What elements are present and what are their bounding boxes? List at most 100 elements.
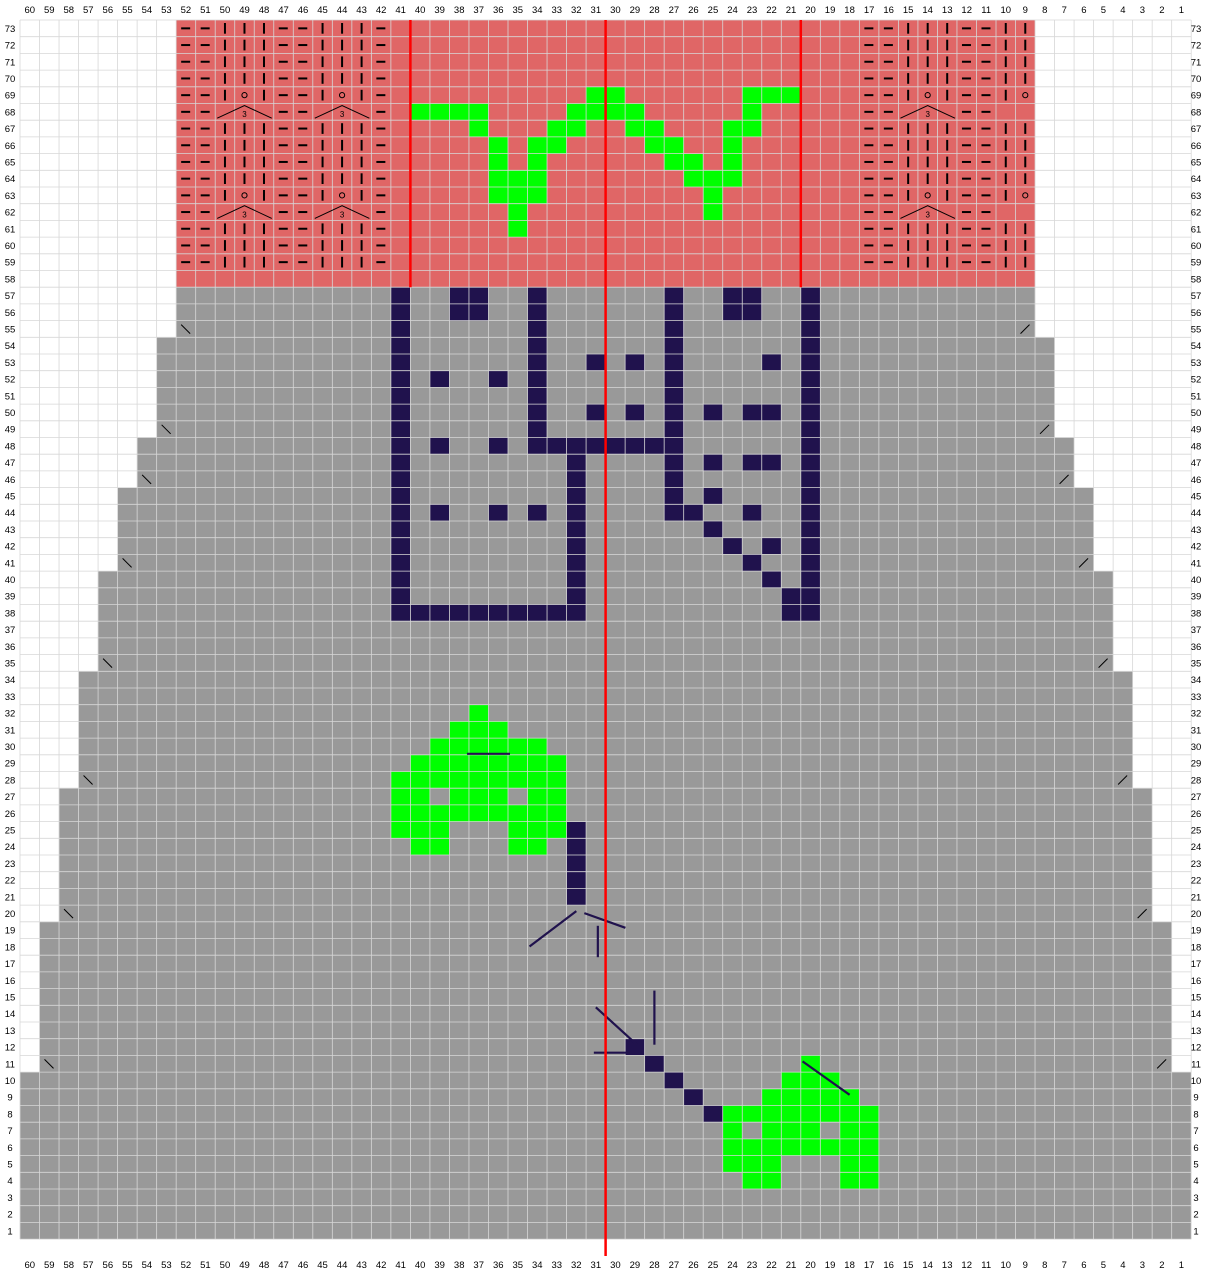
stitch-cell xyxy=(118,688,138,705)
stitch-cell xyxy=(840,387,860,404)
stitch-cell xyxy=(449,154,469,171)
stitch-cell xyxy=(235,855,255,872)
stitch-cell xyxy=(98,822,118,839)
stitch-cell xyxy=(1035,772,1055,789)
row-number: 39 xyxy=(5,592,16,603)
stitch-cell xyxy=(332,955,352,972)
stitch-cell xyxy=(352,822,372,839)
stitch-cell xyxy=(820,104,840,121)
stitch-cell xyxy=(645,187,665,204)
stitch-cell xyxy=(781,955,801,972)
stitch-cell xyxy=(137,838,157,855)
stitch-cell xyxy=(1074,571,1094,588)
stitch-cell xyxy=(645,588,665,605)
stitch-cell xyxy=(586,1122,606,1139)
stitch-cell xyxy=(625,271,645,288)
stitch-cell xyxy=(508,87,528,104)
row-number: 33 xyxy=(1191,692,1202,703)
stitch-cell xyxy=(508,888,528,905)
dark-motif-cell xyxy=(391,387,411,404)
stitch-cell xyxy=(781,371,801,388)
stitch-cell xyxy=(196,939,216,956)
stitch-cell xyxy=(1074,1072,1094,1089)
stitch-cell xyxy=(664,838,684,855)
stitch-cell xyxy=(79,1206,99,1223)
stitch-cell xyxy=(567,738,587,755)
row-number: 6 xyxy=(7,1143,12,1154)
stitch-cell xyxy=(430,1222,450,1239)
stitch-cell xyxy=(625,421,645,438)
stitch-cell xyxy=(274,788,294,805)
stitch-cell xyxy=(352,605,372,622)
stitch-cell xyxy=(879,972,899,989)
dark-motif-cell xyxy=(567,588,587,605)
stitch-cell xyxy=(1016,204,1036,221)
stitch-cell xyxy=(1074,1039,1094,1056)
stitch-cell xyxy=(137,805,157,822)
dark-motif-cell xyxy=(801,504,821,521)
stitch-cell xyxy=(684,1022,704,1039)
stitch-cell xyxy=(371,521,391,538)
stitch-cell xyxy=(488,220,508,237)
stitch-cell xyxy=(840,287,860,304)
dark-motif-cell xyxy=(625,438,645,455)
dark-motif-cell xyxy=(391,588,411,605)
stitch-cell xyxy=(918,1106,938,1123)
stitch-cell xyxy=(391,1156,411,1173)
stitch-cell xyxy=(235,271,255,288)
stitch-cell xyxy=(137,605,157,622)
stitch-cell xyxy=(547,471,567,488)
stitch-cell xyxy=(137,554,157,571)
dark-motif-cell xyxy=(723,287,743,304)
stitch-cell xyxy=(371,755,391,772)
stitch-cell xyxy=(957,1005,977,1022)
stitch-cell xyxy=(703,137,723,154)
dark-motif-cell xyxy=(488,438,508,455)
stitch-cell xyxy=(742,1005,762,1022)
dark-motif-cell xyxy=(410,605,430,622)
stitch-cell xyxy=(723,888,743,905)
stitch-cell xyxy=(723,955,743,972)
stitch-cell xyxy=(606,1189,626,1206)
stitch-cell xyxy=(1133,1122,1153,1139)
stitch-cell xyxy=(1094,972,1114,989)
stitch-cell xyxy=(391,1039,411,1056)
stitch-cell xyxy=(1055,1072,1075,1089)
stitch-cell xyxy=(352,788,372,805)
stitch-cell xyxy=(352,989,372,1006)
stitch-cell xyxy=(254,521,274,538)
dark-motif-cell xyxy=(664,454,684,471)
stitch-cell xyxy=(840,955,860,972)
stitch-cell xyxy=(664,621,684,638)
stitch-cell xyxy=(762,554,782,571)
green-motif-cell xyxy=(488,721,508,738)
stitch-cell xyxy=(430,671,450,688)
stitch-cell xyxy=(196,438,216,455)
stitch-cell xyxy=(937,538,957,555)
stitch-cell xyxy=(996,538,1016,555)
stitch-cell xyxy=(684,521,704,538)
stitch-cell xyxy=(957,1122,977,1139)
green-motif-cell xyxy=(801,1139,821,1156)
stitch-cell xyxy=(586,705,606,722)
stitch-cell xyxy=(859,621,879,638)
green-motif-cell xyxy=(469,721,489,738)
stitch-cell xyxy=(1113,1055,1133,1072)
column-number: 6 xyxy=(1081,1260,1086,1271)
stitch-cell xyxy=(937,488,957,505)
stitch-cell xyxy=(625,955,645,972)
stitch-cell xyxy=(1113,1005,1133,1022)
stitch-cell xyxy=(215,404,235,421)
stitch-cell xyxy=(996,1106,1016,1123)
stitch-cell xyxy=(293,371,313,388)
stitch-cell xyxy=(293,638,313,655)
stitch-cell xyxy=(859,438,879,455)
stitch-cell xyxy=(703,87,723,104)
stitch-cell xyxy=(449,20,469,37)
column-number: 1 xyxy=(1179,1260,1184,1271)
stitch-cell xyxy=(176,538,196,555)
dark-motif-cell xyxy=(742,504,762,521)
stitch-cell xyxy=(254,287,274,304)
stitch-cell xyxy=(40,955,60,972)
stitch-cell xyxy=(976,438,996,455)
